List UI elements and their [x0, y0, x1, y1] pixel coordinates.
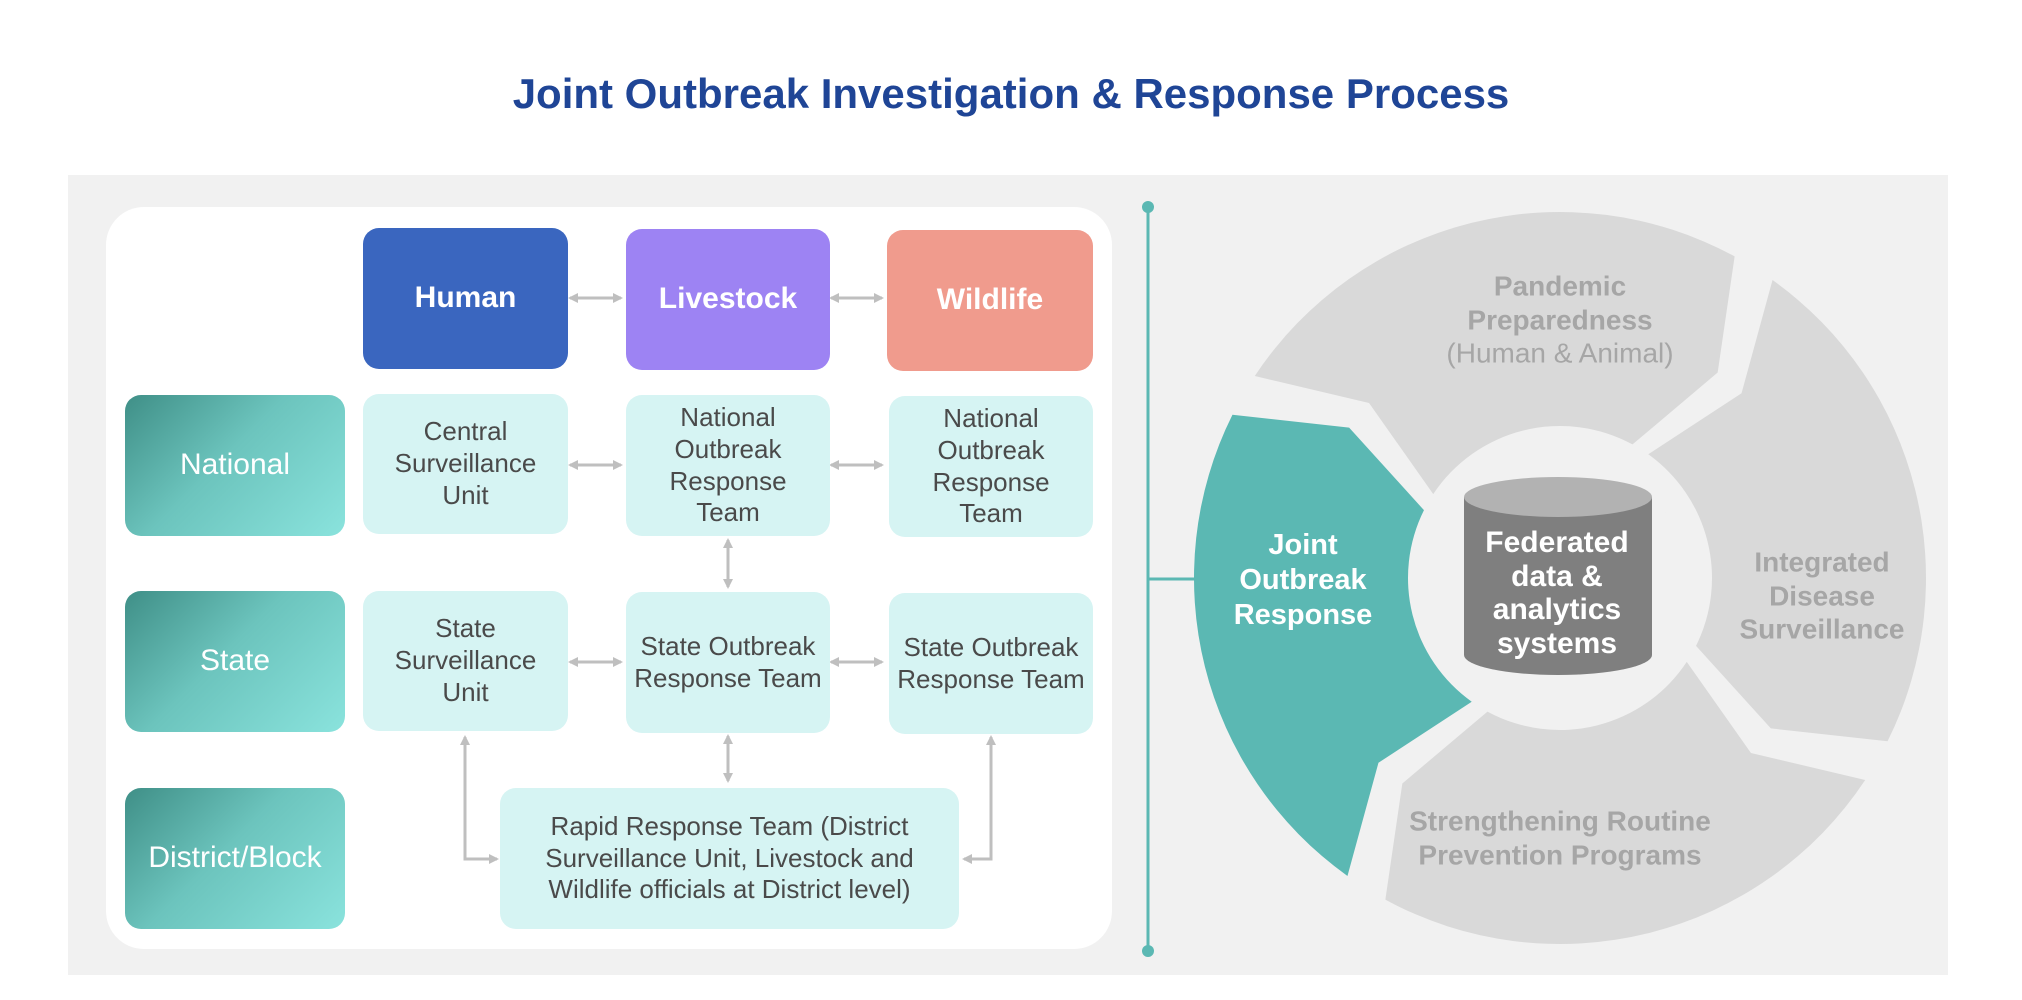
segment-pandemic — [1254, 211, 1735, 495]
segment-integrated — [1648, 280, 1926, 742]
arrow-state-wildlife-rapid — [962, 735, 996, 864]
sector-human: Human — [363, 228, 568, 369]
wheel-label-strengthening: Strengthening Routine Prevention Program… — [1409, 805, 1711, 870]
segment-joint-response — [1194, 414, 1472, 876]
cell-state-outbreak-team-livestock: State Outbreak Response Team — [626, 592, 830, 733]
level-district: District/Block — [125, 788, 345, 929]
level-national: National — [125, 395, 345, 536]
wheel-label-pandemic: Pandemic Preparedness (Human & Animal) — [1435, 270, 1685, 371]
page-title: Joint Outbreak Investigation & Response … — [512, 70, 1510, 117]
database-icon — [1464, 477, 1652, 675]
segment-strengthening — [1385, 661, 1866, 944]
arrow-state-surveillance-rapid — [460, 735, 499, 864]
database-label: Federated data & analytics systems — [1485, 525, 1629, 660]
cell-rapid-response-team: Rapid Response Team (District Surveillan… — [500, 788, 959, 929]
cell-national-outbreak-team-wildlife: National Outbreak Response Team — [889, 396, 1093, 537]
bracket-dot-bottom — [1142, 945, 1154, 957]
sector-wildlife: Wildlife — [887, 230, 1093, 371]
bracket-dot-top — [1142, 201, 1154, 213]
cell-national-outbreak-team-livestock: National Outbreak Response Team — [626, 395, 830, 536]
cell-state-surveillance-unit: State Surveillance Unit — [363, 591, 568, 731]
sector-livestock: Livestock — [626, 229, 830, 370]
wheel-label-joint: Joint Outbreak Response — [1233, 528, 1373, 631]
bracket-line — [1142, 201, 1200, 957]
cell-state-outbreak-team-wildlife: State Outbreak Response Team — [889, 593, 1093, 734]
cell-central-surveillance-unit: Central Surveillance Unit — [363, 394, 568, 534]
wheel-label-pandemic-title: Pandemic Preparedness — [1467, 270, 1653, 336]
wheel-label-integrated: Integrated Disease Surveillance — [1739, 546, 1905, 645]
wheel-label-pandemic-sub: (Human & Animal) — [1446, 337, 1674, 369]
level-state: State — [125, 591, 345, 732]
